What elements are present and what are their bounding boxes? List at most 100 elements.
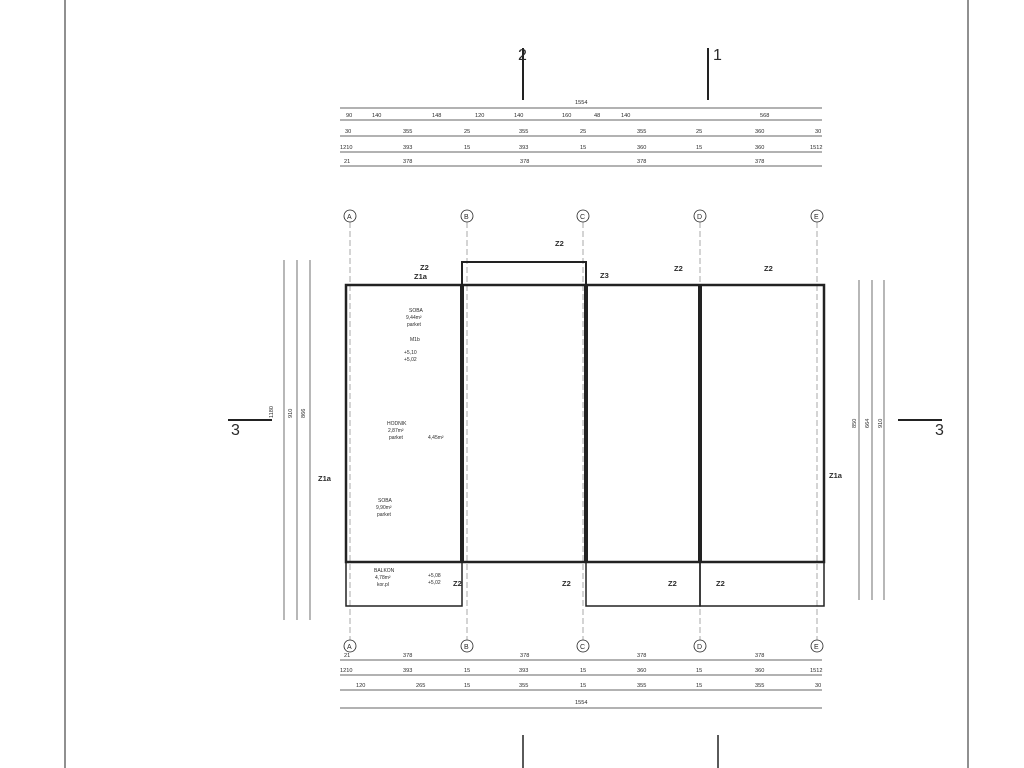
svg-text:378: 378 [520, 653, 529, 659]
svg-text:378: 378 [403, 653, 412, 659]
svg-text:Z1a: Z1a [414, 272, 428, 281]
svg-text:15: 15 [580, 145, 586, 151]
svg-text:Z2: Z2 [668, 579, 677, 588]
svg-text:9,90m²: 9,90m² [376, 505, 392, 511]
svg-text:15: 15 [696, 145, 702, 151]
svg-text:25: 25 [696, 129, 702, 135]
svg-text:378: 378 [403, 159, 412, 165]
svg-text:Z2: Z2 [764, 264, 773, 273]
svg-text:Z3: Z3 [600, 271, 609, 280]
svg-text:378: 378 [637, 159, 646, 165]
svg-text:360: 360 [637, 145, 646, 151]
svg-text:Z2: Z2 [674, 264, 683, 273]
svg-text:378: 378 [520, 159, 529, 165]
svg-text:C: C [580, 214, 585, 221]
svg-text:568: 568 [760, 113, 769, 119]
svg-text:265: 265 [416, 683, 425, 689]
svg-text:Z1a: Z1a [829, 471, 843, 480]
svg-text:21: 21 [344, 653, 350, 659]
svg-text:1512: 1512 [810, 668, 822, 674]
svg-text:3: 3 [935, 422, 944, 439]
svg-text:E: E [814, 644, 819, 651]
svg-text:148: 148 [432, 113, 441, 119]
svg-text:2,87m²: 2,87m² [388, 428, 404, 434]
svg-text:4,45m²: 4,45m² [428, 435, 444, 441]
svg-text:360: 360 [755, 145, 764, 151]
svg-text:15: 15 [464, 683, 470, 689]
svg-text:355: 355 [637, 129, 646, 135]
svg-text:15: 15 [580, 683, 586, 689]
svg-text:A: A [347, 644, 352, 651]
svg-text:360: 360 [755, 668, 764, 674]
svg-text:2: 2 [518, 47, 527, 64]
opening-tags: Z1a Z2 Z3 Z2 Z2 Z1a Z2 Z1a Z2 Z2 Z2 Z2 [318, 239, 843, 588]
svg-text:Z2: Z2 [420, 263, 429, 272]
svg-text:378: 378 [755, 159, 764, 165]
svg-text:140: 140 [372, 113, 381, 119]
axis-labels-bottom: A B C D E [343, 639, 824, 653]
svg-text:140: 140 [514, 113, 523, 119]
section-marker-3-right: 3 [898, 419, 944, 439]
svg-text:378: 378 [637, 653, 646, 659]
svg-text:355: 355 [755, 683, 764, 689]
axis-labels-top: A B C D E [343, 209, 824, 223]
svg-text:4,78m²: 4,78m² [375, 575, 391, 581]
bottom-dimension-chains: 21 378 378 378 378 1210 393 15 393 15 36… [340, 653, 822, 709]
svg-text:Z2: Z2 [562, 579, 571, 588]
svg-text:393: 393 [403, 145, 412, 151]
svg-text:1554: 1554 [575, 100, 587, 106]
svg-text:48: 48 [594, 113, 600, 119]
svg-text:664: 664 [865, 419, 871, 428]
svg-text:160: 160 [562, 113, 571, 119]
svg-text:HODNIK: HODNIK [387, 421, 407, 427]
svg-text:B: B [464, 214, 469, 221]
svg-text:1: 1 [713, 47, 722, 64]
svg-text:1210: 1210 [340, 668, 352, 674]
svg-text:15: 15 [580, 668, 586, 674]
svg-text:Z2: Z2 [555, 239, 564, 248]
svg-text:Z1a: Z1a [318, 474, 332, 483]
svg-text:D: D [697, 214, 702, 221]
svg-text:SOBA: SOBA [378, 498, 393, 504]
svg-text:15: 15 [464, 145, 470, 151]
top-dimension-chains: 1554 90 140 148 120 140 160 48 140 568 3… [340, 100, 822, 167]
svg-text:parket: parket [377, 512, 392, 518]
svg-text:393: 393 [403, 668, 412, 674]
left-dimension-chains: 1180 910 866 [269, 260, 311, 620]
room-labels: SOBA 9,44m² parket M1b HODNIK 2,87m² par… [374, 308, 444, 588]
svg-text:9,44m²: 9,44m² [406, 315, 422, 321]
svg-text:15: 15 [696, 668, 702, 674]
svg-text:30: 30 [345, 129, 351, 135]
svg-text:21: 21 [344, 159, 350, 165]
svg-text:393: 393 [519, 668, 528, 674]
svg-text:Z2: Z2 [716, 579, 725, 588]
svg-text:120: 120 [356, 683, 365, 689]
svg-text:+5,02: +5,02 [404, 357, 417, 363]
svg-text:+5,10: +5,10 [404, 350, 417, 356]
svg-text:B: B [464, 644, 469, 651]
svg-text:+5,08: +5,08 [428, 573, 441, 579]
svg-text:parket: parket [407, 322, 422, 328]
svg-text:parket: parket [389, 435, 404, 441]
svg-text:15: 15 [696, 683, 702, 689]
svg-text:120: 120 [475, 113, 484, 119]
svg-text:910: 910 [878, 419, 884, 428]
svg-text:866: 866 [301, 409, 307, 418]
section-marker-1-top: 1 [707, 47, 722, 100]
svg-text:378: 378 [755, 653, 764, 659]
svg-text:393: 393 [519, 145, 528, 151]
svg-text:1554: 1554 [575, 700, 587, 706]
svg-text:C: C [580, 644, 585, 651]
svg-text:kor.pl: kor.pl [377, 582, 389, 588]
svg-text:25: 25 [580, 129, 586, 135]
svg-text:D: D [697, 644, 702, 651]
svg-text:30: 30 [815, 129, 821, 135]
svg-text:1512: 1512 [810, 145, 822, 151]
section-marker-2-top: 2 [518, 47, 527, 100]
svg-text:+5,02: +5,02 [428, 580, 441, 586]
svg-text:1210: 1210 [340, 145, 352, 151]
svg-text:15: 15 [464, 668, 470, 674]
svg-text:E: E [814, 214, 819, 221]
svg-text:3: 3 [231, 422, 240, 439]
